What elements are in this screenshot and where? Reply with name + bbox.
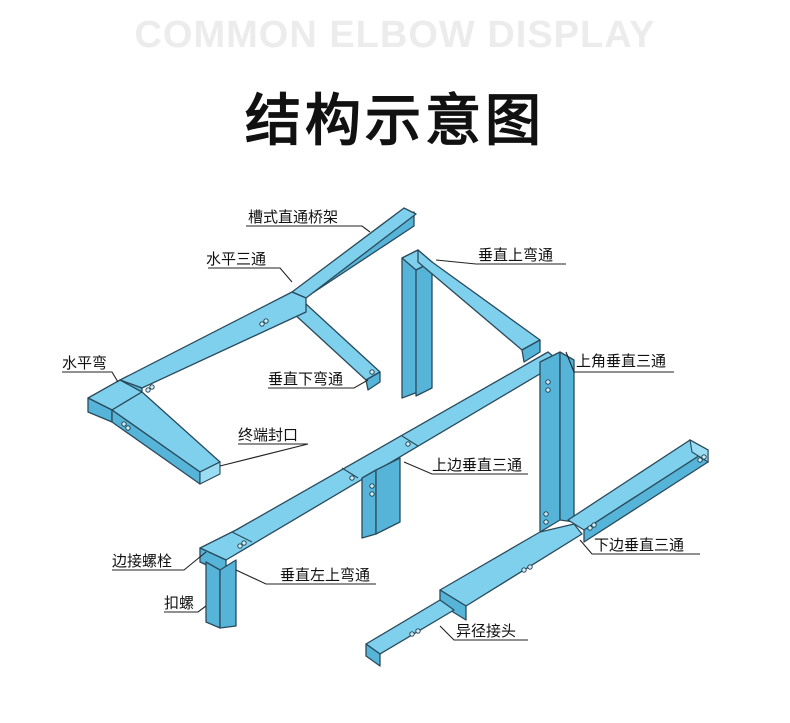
label-vertical-left-up-elbow: 垂直左上弯通: [280, 566, 370, 584]
leader-upper-corner-tee: [565, 351, 674, 373]
bolt-icon: [237, 543, 243, 549]
label-lower-side-vertical-tee: 下边垂直三通: [594, 536, 684, 554]
label-trough-straight: 槽式直通桥架: [248, 208, 338, 226]
bolt-icon: [543, 519, 549, 525]
label-upper-side-vertical-tee: 上边垂直三通: [432, 456, 522, 474]
joint-line: [401, 435, 419, 447]
corner-post-left: [539, 351, 561, 533]
vertical-up-run-end: [521, 339, 541, 363]
label-side-connecting-bolt: 边接螺栓: [112, 552, 172, 570]
labels: 槽式直通桥架 水平三通 水平弯 垂直下弯通 终端封口 垂直上弯通 上角垂直三通 …: [62, 208, 684, 640]
leader-lines: [62, 225, 700, 641]
bolt-icon: [241, 540, 247, 546]
leader-vertical-up-elbow: [435, 259, 566, 265]
horizontal-tee-branch-side: [365, 371, 381, 391]
bolt-icon: [145, 387, 151, 393]
reducer-body-front: [439, 589, 467, 621]
label-end-cap: 终端封口: [238, 426, 298, 444]
bolt-icon: [125, 425, 131, 431]
corner-post-right: [559, 351, 575, 523]
horizontal-tee-branch: [291, 303, 381, 381]
leader-reducer: [439, 625, 528, 641]
vertical-up-top-run: [417, 249, 541, 351]
bolt-icon: [697, 457, 703, 463]
leader-vertical-down-elbow: [268, 379, 369, 389]
leader-end-cap: [219, 443, 309, 467]
upper-corner-vertical-tee: [539, 351, 575, 533]
bolt-icon: [405, 441, 411, 447]
upper-tray-loop: [87, 207, 417, 485]
bolt-icon: [263, 318, 269, 324]
reducer-body-top: [439, 523, 583, 607]
label-vertical-up-elbow: 垂直上弯通: [478, 246, 553, 264]
label-clip-nut: 扣螺: [164, 594, 194, 612]
label-vertical-down-elbow: 垂直下弯通: [268, 370, 343, 388]
bolt-icon: [409, 631, 415, 637]
bolt-icon: [587, 525, 593, 531]
end-cap: [199, 461, 221, 485]
bolt-icon: [149, 384, 155, 390]
left-drop-side: [219, 559, 237, 629]
tee-post-left: [361, 469, 377, 539]
leader-horizontal-tee: [208, 267, 293, 283]
leader-clip-nut: [164, 605, 207, 613]
vertical-left-up-elbow: [205, 559, 237, 629]
lower-right-tray-side: [583, 449, 709, 543]
leader-lower-side-tee: [579, 539, 700, 555]
leader-side-bolt: [112, 551, 207, 571]
bolt-icon: [349, 475, 355, 481]
bolt-icon: [369, 483, 375, 489]
reducer-assembly: [365, 523, 583, 667]
leader-left-up-elbow: [235, 569, 376, 585]
label-horizontal-tee: 水平三通: [206, 250, 266, 268]
bolt-icon: [545, 387, 551, 393]
bolt-icon: [701, 454, 707, 460]
label-reducer: 异径接头: [456, 622, 516, 640]
bolt-icon: [543, 511, 549, 517]
bolt-icon: [259, 321, 265, 327]
narrow-tray-front: [365, 643, 381, 667]
joint-line: [231, 531, 253, 543]
joint-line: [341, 467, 359, 479]
bolt-icon: [121, 421, 127, 427]
leader-horizontal-elbow: [62, 371, 119, 383]
bolt-icon: [369, 369, 375, 375]
leader-trough-straight: [246, 225, 371, 233]
bolt-icon: [591, 522, 597, 528]
bolt-icon: [521, 567, 527, 573]
header-chinese-title: 结构示意图: [245, 89, 545, 154]
tee-post-right: [375, 457, 401, 535]
lower-side-vertical-tee: [567, 438, 709, 543]
label-horizontal-elbow: 水平弯: [62, 354, 107, 372]
vertical-up-elbow: [401, 249, 541, 399]
horizontal-tee-body: [119, 291, 307, 389]
lower-right-tray-top: [567, 439, 709, 531]
header-english-title: COMMON ELBOW DISPLAY: [134, 14, 656, 56]
bolt-icon: [369, 491, 375, 497]
bolt-icon: [415, 628, 421, 634]
leader-upper-side-tee: [403, 461, 528, 475]
vertical-post-right: [415, 261, 433, 397]
upper-side-vertical-tee: [361, 457, 401, 539]
label-upper-corner-vertical-tee: 上角垂直三通: [576, 352, 666, 370]
left-drop-front: [205, 561, 221, 629]
bolt-icon: [545, 379, 551, 385]
bolt-icon: [527, 564, 533, 570]
